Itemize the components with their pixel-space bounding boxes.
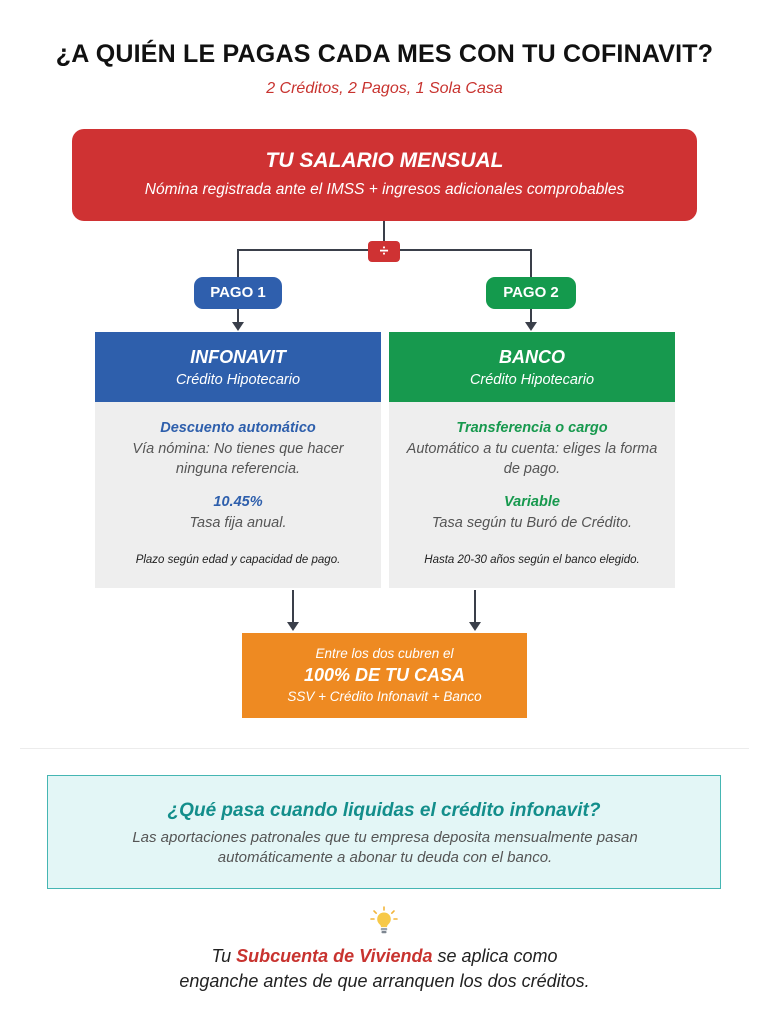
arrow-pill-1-head <box>232 322 244 331</box>
salary-subtitle: Nómina registrada ante el IMSS + ingreso… <box>144 181 625 198</box>
footer-highlight: Subcuenta de Vivienda <box>236 946 433 966</box>
infonavit-card: INFONAVIT Crédito Hipotecario Descuento … <box>95 332 381 588</box>
banco-method-title: Transferencia o cargo <box>456 420 608 436</box>
page-title: ¿A QUIÉN LE PAGAS CADA MES CON TU COFINA… <box>55 40 714 68</box>
section-divider <box>20 748 749 749</box>
infonavit-rate-title: 10.45% <box>213 494 263 510</box>
arrow-banco-shaft <box>474 590 476 622</box>
infonavit-type: Crédito Hipotecario <box>175 372 301 388</box>
arrow-banco-head <box>469 622 481 631</box>
arrow-infonavit-head <box>287 622 299 631</box>
arrow-infonavit-shaft <box>292 590 294 622</box>
pago-2-pill: PAGO 2 <box>486 277 576 309</box>
divide-badge: ÷ <box>368 241 400 262</box>
connector-right-drop <box>530 249 532 277</box>
banco-term: Hasta 20-30 años según el banco elegido. <box>424 554 640 566</box>
footer-line-2: enganche antes de que arranquen los dos … <box>179 971 590 991</box>
salary-box: TU SALARIO MENSUAL Nómina registrada ant… <box>72 129 697 221</box>
info-title: ¿Qué pasa cuando liquidas el crédito inf… <box>167 800 601 821</box>
infonavit-card-header: INFONAVIT Crédito Hipotecario <box>95 332 381 402</box>
total-intro: Entre los dos cubren el <box>315 646 454 661</box>
total-breakdown: SSV + Crédito Infonavit + Banco <box>287 689 482 704</box>
connector-left-drop <box>237 249 239 277</box>
infonavit-rate-body: Tasa fija anual. <box>189 515 287 531</box>
banco-method-body: Automático a tu cuenta: eliges la forma … <box>406 441 658 477</box>
infonavit-name: INFONAVIT <box>190 347 286 367</box>
banco-rate-body: Tasa según tu Buró de Crédito. <box>431 515 633 531</box>
footer-post: se aplica como <box>432 946 558 966</box>
total-headline: 100% DE TU CASA <box>303 665 466 685</box>
arrow-pill-2-shaft <box>530 309 532 323</box>
connector-stem <box>383 221 385 250</box>
infonavit-method-title: Descuento automático <box>160 420 316 436</box>
infonavit-method-body: Vía nómina: No tienes que hacer ninguna … <box>132 441 344 477</box>
footer-note: Tu Subcuenta de Vivienda se aplica como … <box>0 944 769 994</box>
banco-card-header: BANCO Crédito Hipotecario <box>389 332 675 402</box>
salary-title: TU SALARIO MENSUAL <box>265 149 504 172</box>
banco-card: BANCO Crédito Hipotecario Transferencia … <box>389 332 675 588</box>
lightbulb-icon <box>370 906 398 934</box>
total-box: Entre los dos cubren el 100% DE TU CASA … <box>242 633 527 718</box>
banco-type: Crédito Hipotecario <box>469 372 595 388</box>
banco-name: BANCO <box>499 347 565 367</box>
banco-rate-title: Variable <box>504 494 560 510</box>
info-body: Las aportaciones patronales que tu empre… <box>132 829 638 866</box>
arrow-pill-2-head <box>525 322 537 331</box>
pago-1-pill: PAGO 1 <box>194 277 282 309</box>
footer-line-1: Tu Subcuenta de Vivienda se aplica como <box>0 944 769 969</box>
arrow-pill-1-shaft <box>237 309 239 323</box>
page-subtitle: 2 Créditos, 2 Pagos, 1 Sola Casa <box>266 80 503 97</box>
info-box: ¿Qué pasa cuando liquidas el crédito inf… <box>47 775 721 889</box>
infonavit-term: Plazo según edad y capacidad de pago. <box>135 554 341 566</box>
footer-pre: Tu <box>211 946 237 966</box>
